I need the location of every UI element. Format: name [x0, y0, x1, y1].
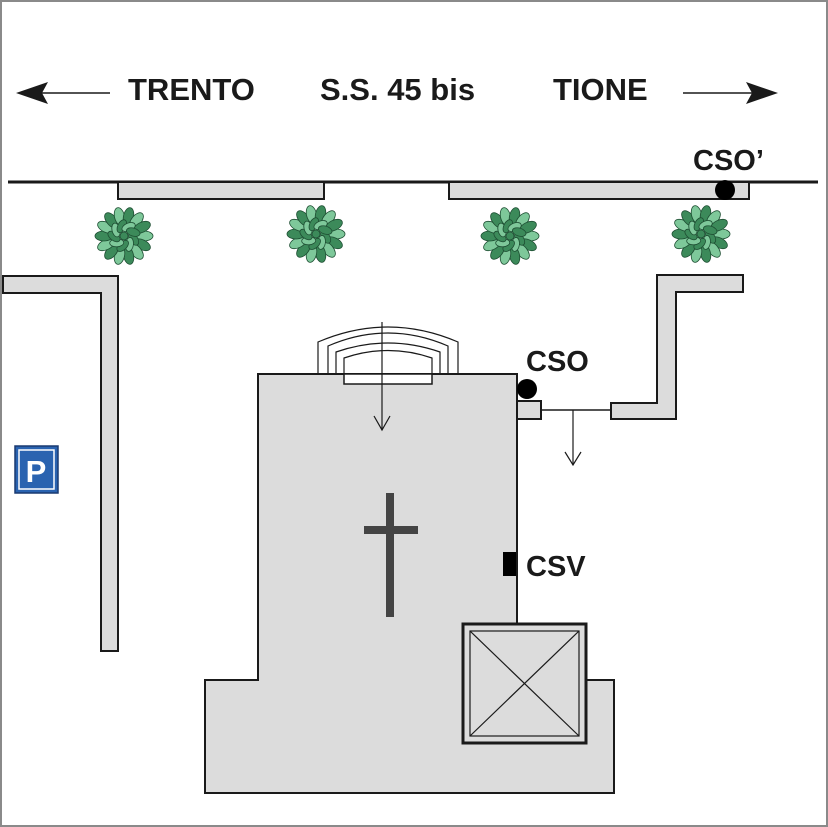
csv-label: CSV	[526, 551, 586, 583]
side-gate-pillar	[516, 400, 542, 420]
side-entrance-arrow-icon	[564, 410, 582, 467]
church-entrance	[343, 373, 433, 385]
church-cross-icon	[364, 493, 418, 617]
right-destination-label: TIONE	[553, 72, 648, 107]
porch-canopy	[317, 326, 459, 374]
cso-label: CSO	[526, 346, 589, 378]
tree-icon	[671, 205, 731, 263]
road-name-label: S.S. 45 bis	[320, 72, 475, 107]
planter-strip-right	[448, 181, 750, 200]
svg-text:P: P	[26, 454, 47, 489]
left-destination-label: TRENTO	[128, 72, 255, 107]
tree-icon	[286, 205, 346, 263]
left-boundary-wall	[2, 275, 119, 652]
cso-marker[interactable]	[517, 379, 537, 399]
entrance-arrow-icon	[373, 322, 391, 432]
cso-prime-marker[interactable]	[715, 180, 735, 200]
bell-tower-icon	[461, 622, 588, 745]
csv-marker[interactable]	[503, 552, 516, 576]
tree-icon	[94, 207, 154, 265]
planter-strip-left	[117, 181, 325, 200]
cso-prime-label: CSO’	[693, 145, 764, 177]
tree-icon	[480, 207, 540, 265]
right-boundary-wall	[610, 274, 744, 420]
arrow-right-icon	[683, 82, 778, 104]
arrow-left-icon	[16, 82, 110, 104]
parking-sign-icon: P	[14, 445, 59, 494]
